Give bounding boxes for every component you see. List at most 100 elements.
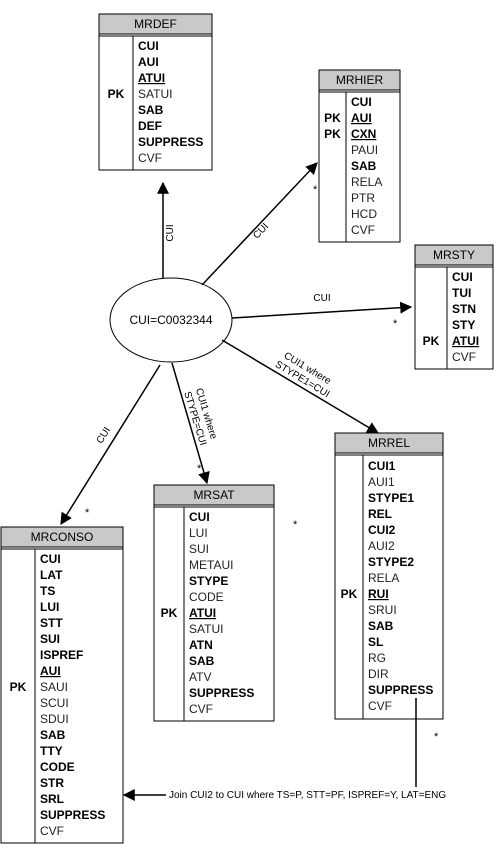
table-field: ATN bbox=[189, 638, 213, 652]
table-field: DEF bbox=[138, 119, 162, 133]
table-field: CVF bbox=[189, 702, 213, 716]
table-pk-label: PK bbox=[108, 87, 125, 101]
edge-to-mrsty bbox=[231, 301, 413, 319]
table-field: AUI1 bbox=[368, 475, 395, 489]
table-field: TTY bbox=[40, 744, 63, 758]
table-mrrel: MRRELCUI1AUI1STYPE1RELCUI2AUI2STYPE2RELA… bbox=[334, 432, 444, 720]
table-field: SAB bbox=[40, 728, 66, 742]
table-field: SATUI bbox=[138, 87, 172, 101]
table-field: CVF bbox=[40, 824, 64, 838]
table-field: SUI bbox=[189, 542, 209, 556]
table-field: ISPREF bbox=[40, 648, 83, 662]
table-field: STT bbox=[40, 616, 63, 630]
table-field: RUI bbox=[368, 587, 389, 601]
center-ellipse bbox=[109, 277, 233, 363]
table-header bbox=[334, 432, 444, 454]
tables-layer: MRDEF CUI AUI ATUI SATUI SAB DEF SUPPRESS CVF PK M… bbox=[0, 13, 494, 844]
table-field: CVF bbox=[351, 223, 375, 237]
table-field: ATUI bbox=[189, 606, 216, 620]
join-label: Join CUI2 to CUI where TS=P, STT=PF, ISP… bbox=[169, 790, 446, 801]
table-field: SUPPRESS bbox=[40, 808, 105, 822]
table-pk-label: PK bbox=[324, 111, 341, 125]
table-field: CVF bbox=[368, 699, 392, 713]
edge-to-mrhier bbox=[201, 162, 318, 286]
cardinality-join: * bbox=[434, 731, 439, 743]
table-mrsat: MRSATCUILUISUIMETAUISTYPECODEATUISATUIAT… bbox=[153, 484, 275, 722]
cardinality-mrconso: * bbox=[85, 507, 90, 519]
table-field: RELA bbox=[368, 571, 399, 585]
table-field: METAUI bbox=[189, 558, 233, 572]
table-field: STYPE1 bbox=[368, 491, 414, 505]
table-title: MRREL bbox=[368, 436, 410, 450]
edge-to-mrrel bbox=[221, 339, 380, 434]
table-field: LUI bbox=[189, 526, 208, 540]
cardinality-mrsat-right: * bbox=[293, 519, 298, 531]
table-frame bbox=[98, 13, 213, 171]
table-field: SUPPRESS bbox=[138, 135, 203, 149]
table-field: SUPPRESS bbox=[189, 686, 254, 700]
cardinality-mrsat: * bbox=[197, 463, 202, 475]
edge-to-mrconso bbox=[60, 364, 161, 526]
table-pk-label: PK bbox=[161, 606, 178, 620]
table-header bbox=[153, 484, 275, 506]
table-title: MRSAT bbox=[193, 488, 235, 502]
table-frame bbox=[334, 432, 444, 720]
table-field: CUI bbox=[40, 552, 61, 566]
table-field: AUI bbox=[138, 55, 159, 69]
table-field: STR bbox=[40, 776, 64, 790]
table-header bbox=[414, 244, 494, 266]
table-title: MRDEF bbox=[134, 17, 177, 31]
table-field: CVF bbox=[138, 151, 162, 165]
table-title: MRHIER bbox=[336, 73, 384, 87]
edge-label-mrhier: CUI bbox=[251, 221, 271, 241]
table-field: HCD bbox=[351, 207, 377, 221]
edge-label-mrconso: CUI bbox=[95, 425, 113, 445]
table-field: SAB bbox=[189, 654, 215, 668]
table-field: LUI bbox=[40, 600, 59, 614]
table-field: TS bbox=[40, 584, 55, 598]
table-field: LAT bbox=[40, 568, 63, 582]
table-field: SCUI bbox=[40, 696, 69, 710]
table-field: TUI bbox=[452, 286, 471, 300]
table-field: PTR bbox=[351, 191, 375, 205]
table-field: RG bbox=[368, 651, 386, 665]
table-field: SAB bbox=[138, 103, 164, 117]
table-field: CODE bbox=[40, 760, 75, 774]
table-pk-label: PK bbox=[341, 587, 358, 601]
table-field: SUI bbox=[40, 632, 60, 646]
table-pk-label: PK bbox=[10, 680, 27, 694]
table-field: CODE bbox=[189, 590, 224, 604]
edge-label-mrdef: CUI bbox=[165, 224, 176, 241]
table-header bbox=[318, 69, 401, 91]
table-field: AUI bbox=[351, 111, 372, 125]
table-field: CUI bbox=[351, 95, 372, 109]
table-mrconso: MRCONSOCUILATTSLUISTTSUIISPREFAUISAUISCU… bbox=[0, 526, 124, 844]
table-field: CUI2 bbox=[368, 523, 396, 537]
table-field: CUI1 bbox=[368, 459, 396, 473]
table-field: REL bbox=[368, 507, 392, 521]
edge-label-mrrel: CUI1 where STYPE1=CUI bbox=[273, 349, 337, 400]
table-field: PAUI bbox=[351, 143, 378, 157]
table-title: MRSTY bbox=[433, 248, 475, 262]
table-field: AUI2 bbox=[368, 539, 395, 553]
table-field: CUI bbox=[452, 270, 473, 284]
table-field: ATUI bbox=[452, 334, 479, 348]
table-field: ATV bbox=[189, 670, 211, 684]
edge-label-mrsty: CUI bbox=[313, 293, 330, 304]
table-field: STYPE bbox=[189, 574, 228, 588]
join-label-bg bbox=[166, 787, 484, 801]
table-field: STY bbox=[452, 318, 475, 332]
table-field: CUI bbox=[189, 510, 210, 524]
table-field: SUPPRESS bbox=[368, 683, 433, 697]
table-field: SAB bbox=[351, 159, 377, 173]
table-pk-label: PK bbox=[324, 127, 341, 141]
table-field: SRUI bbox=[368, 603, 397, 617]
table-field: AUI bbox=[40, 664, 61, 678]
table-field: CUI bbox=[138, 39, 159, 53]
table-pk-label: PK bbox=[423, 334, 440, 348]
cardinality-mrhier: * bbox=[313, 184, 318, 196]
